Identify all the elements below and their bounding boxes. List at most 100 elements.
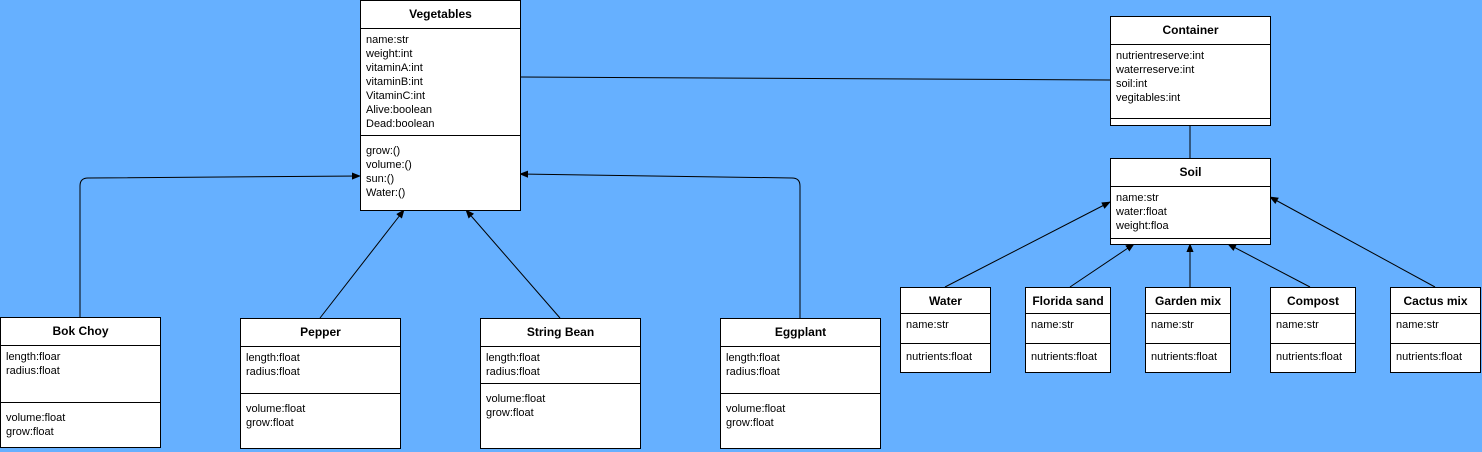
class-title: Container [1111, 17, 1270, 45]
class-title: String Bean [481, 319, 640, 347]
attributes-section: length:float radius:float [241, 347, 400, 394]
attribute: name:str [1276, 319, 1319, 331]
edge-pepper-to-vegetables [319, 209, 405, 319]
method: grow:() [366, 145, 401, 157]
attributes-section: name:str [901, 314, 990, 344]
edge-compost-to-soil [1227, 243, 1311, 288]
class-water[interactable]: Water name:str nutrients:float [900, 287, 991, 373]
class-title: Vegetables [361, 1, 520, 29]
attributes-section: length:float radius:float [481, 347, 640, 384]
attribute: weight:floa [1116, 220, 1169, 232]
methods-section: nutrients:float [1391, 344, 1480, 368]
method: volume:() [366, 159, 412, 171]
edge-bok-choy-to-vegetables [79, 172, 361, 317]
method: grow:float [6, 426, 54, 438]
attribute: name:str [366, 34, 409, 46]
attributes-section: name:str [1271, 314, 1355, 344]
method: Water:() [366, 187, 406, 199]
attributes-section: nutrientreserve:int waterreserve:int soi… [1111, 45, 1270, 119]
methods-section: nutrients:float [1146, 344, 1230, 368]
attribute: nutrientreserve:int [1116, 50, 1205, 62]
attributes-section: name:str [1026, 314, 1110, 344]
class-title: Florida sand [1026, 288, 1110, 314]
edge-cactus-mix-to-soil [1269, 196, 1436, 288]
attribute: water:float [1116, 206, 1167, 218]
class-title: Soil [1111, 159, 1270, 187]
attribute: waterreserve:int [1116, 64, 1195, 76]
class-cactus-mix[interactable]: Cactus mix name:str nutrients:float [1390, 287, 1481, 373]
method: volume:float [246, 403, 306, 415]
methods-section [1111, 239, 1270, 244]
class-vegetables[interactable]: Vegetables name:str weight:int vitaminA:… [360, 0, 521, 211]
attribute: weight:int [366, 48, 413, 60]
class-container[interactable]: Container nutrientreserve:int waterreser… [1110, 16, 1271, 126]
edge-water-to-soil [944, 201, 1111, 288]
class-eggplant[interactable]: Eggplant length:float radius:float volum… [720, 318, 881, 449]
method: nutrients:float [906, 351, 973, 363]
attribute: length:float [726, 352, 780, 364]
class-title: Cactus mix [1391, 288, 1480, 314]
method: grow:float [726, 417, 774, 429]
class-soil[interactable]: Soil name:str water:float weight:floa [1110, 158, 1271, 245]
method: volume:float [486, 393, 546, 405]
class-garden-mix[interactable]: Garden mix name:str nutrients:float [1145, 287, 1231, 373]
attribute: length:floar [6, 351, 61, 363]
method: nutrients:float [1396, 351, 1463, 363]
method: volume:float [6, 412, 66, 424]
class-title: Compost [1271, 288, 1355, 314]
attribute: VitaminC:int [366, 90, 426, 102]
class-compost[interactable]: Compost name:str nutrients:float [1270, 287, 1356, 373]
class-string-bean[interactable]: String Bean length:float radius:float vo… [480, 318, 641, 449]
class-title: Bok Choy [1, 318, 160, 346]
methods-section: nutrients:float [901, 344, 990, 368]
edge-string-bean-to-vegetables [465, 209, 561, 319]
class-bok-choy[interactable]: Bok Choy length:floar radius:float volum… [0, 317, 161, 448]
attribute: name:str [906, 319, 949, 331]
attributes-section: length:float radius:float [721, 347, 880, 394]
edge-florida-sand-to-soil [1069, 243, 1135, 288]
method: nutrients:float [1031, 351, 1098, 363]
attribute: name:str [1116, 192, 1159, 204]
methods-section: nutrients:float [1026, 344, 1110, 368]
attributes-section: name:str weight:int vitaminA:int vitamin… [361, 29, 520, 136]
attribute: length:float [486, 352, 540, 364]
edge-eggplant-to-vegetables [519, 170, 801, 318]
class-title: Garden mix [1146, 288, 1230, 314]
method: sun:() [366, 173, 395, 185]
methods-section: volume:float grow:float [1, 403, 160, 443]
attribute: soil:int [1116, 78, 1148, 90]
attribute: name:str [1031, 319, 1074, 331]
attribute: radius:float [726, 366, 780, 378]
attributes-section: name:str [1146, 314, 1230, 344]
attribute: vitaminB:int [366, 76, 423, 88]
class-pepper[interactable]: Pepper length:float radius:float volume:… [240, 318, 401, 449]
edge-vegetables-to-container [519, 76, 1111, 81]
attribute: Dead:boolean [366, 118, 435, 130]
attributes-section: name:str [1391, 314, 1480, 344]
class-florida-sand[interactable]: Florida sand name:str nutrients:float [1025, 287, 1111, 373]
method: nutrients:float [1151, 351, 1218, 363]
methods-section: volume:float grow:float [721, 394, 880, 434]
attribute: name:str [1396, 319, 1439, 331]
methods-section: nutrients:float [1271, 344, 1355, 368]
methods-section [1111, 119, 1270, 125]
attributes-section: name:str water:float weight:floa [1111, 187, 1270, 239]
methods-section: volume:float grow:float [481, 384, 640, 424]
attribute: vitaminA:int [366, 62, 423, 74]
attribute: name:str [1151, 319, 1194, 331]
method: nutrients:float [1276, 351, 1343, 363]
attribute: radius:float [6, 365, 60, 377]
methods-section: grow:() volume:() sun:() Water:() [361, 136, 520, 204]
method: grow:float [486, 407, 534, 419]
attribute: radius:float [246, 366, 300, 378]
attribute: radius:float [486, 366, 540, 378]
attribute: length:float [246, 352, 300, 364]
class-title: Pepper [241, 319, 400, 347]
class-title: Water [901, 288, 990, 314]
attribute: vegitables:int [1116, 92, 1181, 104]
method: volume:float [726, 403, 786, 415]
method: grow:float [246, 417, 294, 429]
class-title: Eggplant [721, 319, 880, 347]
attribute: Alive:boolean [366, 104, 433, 116]
